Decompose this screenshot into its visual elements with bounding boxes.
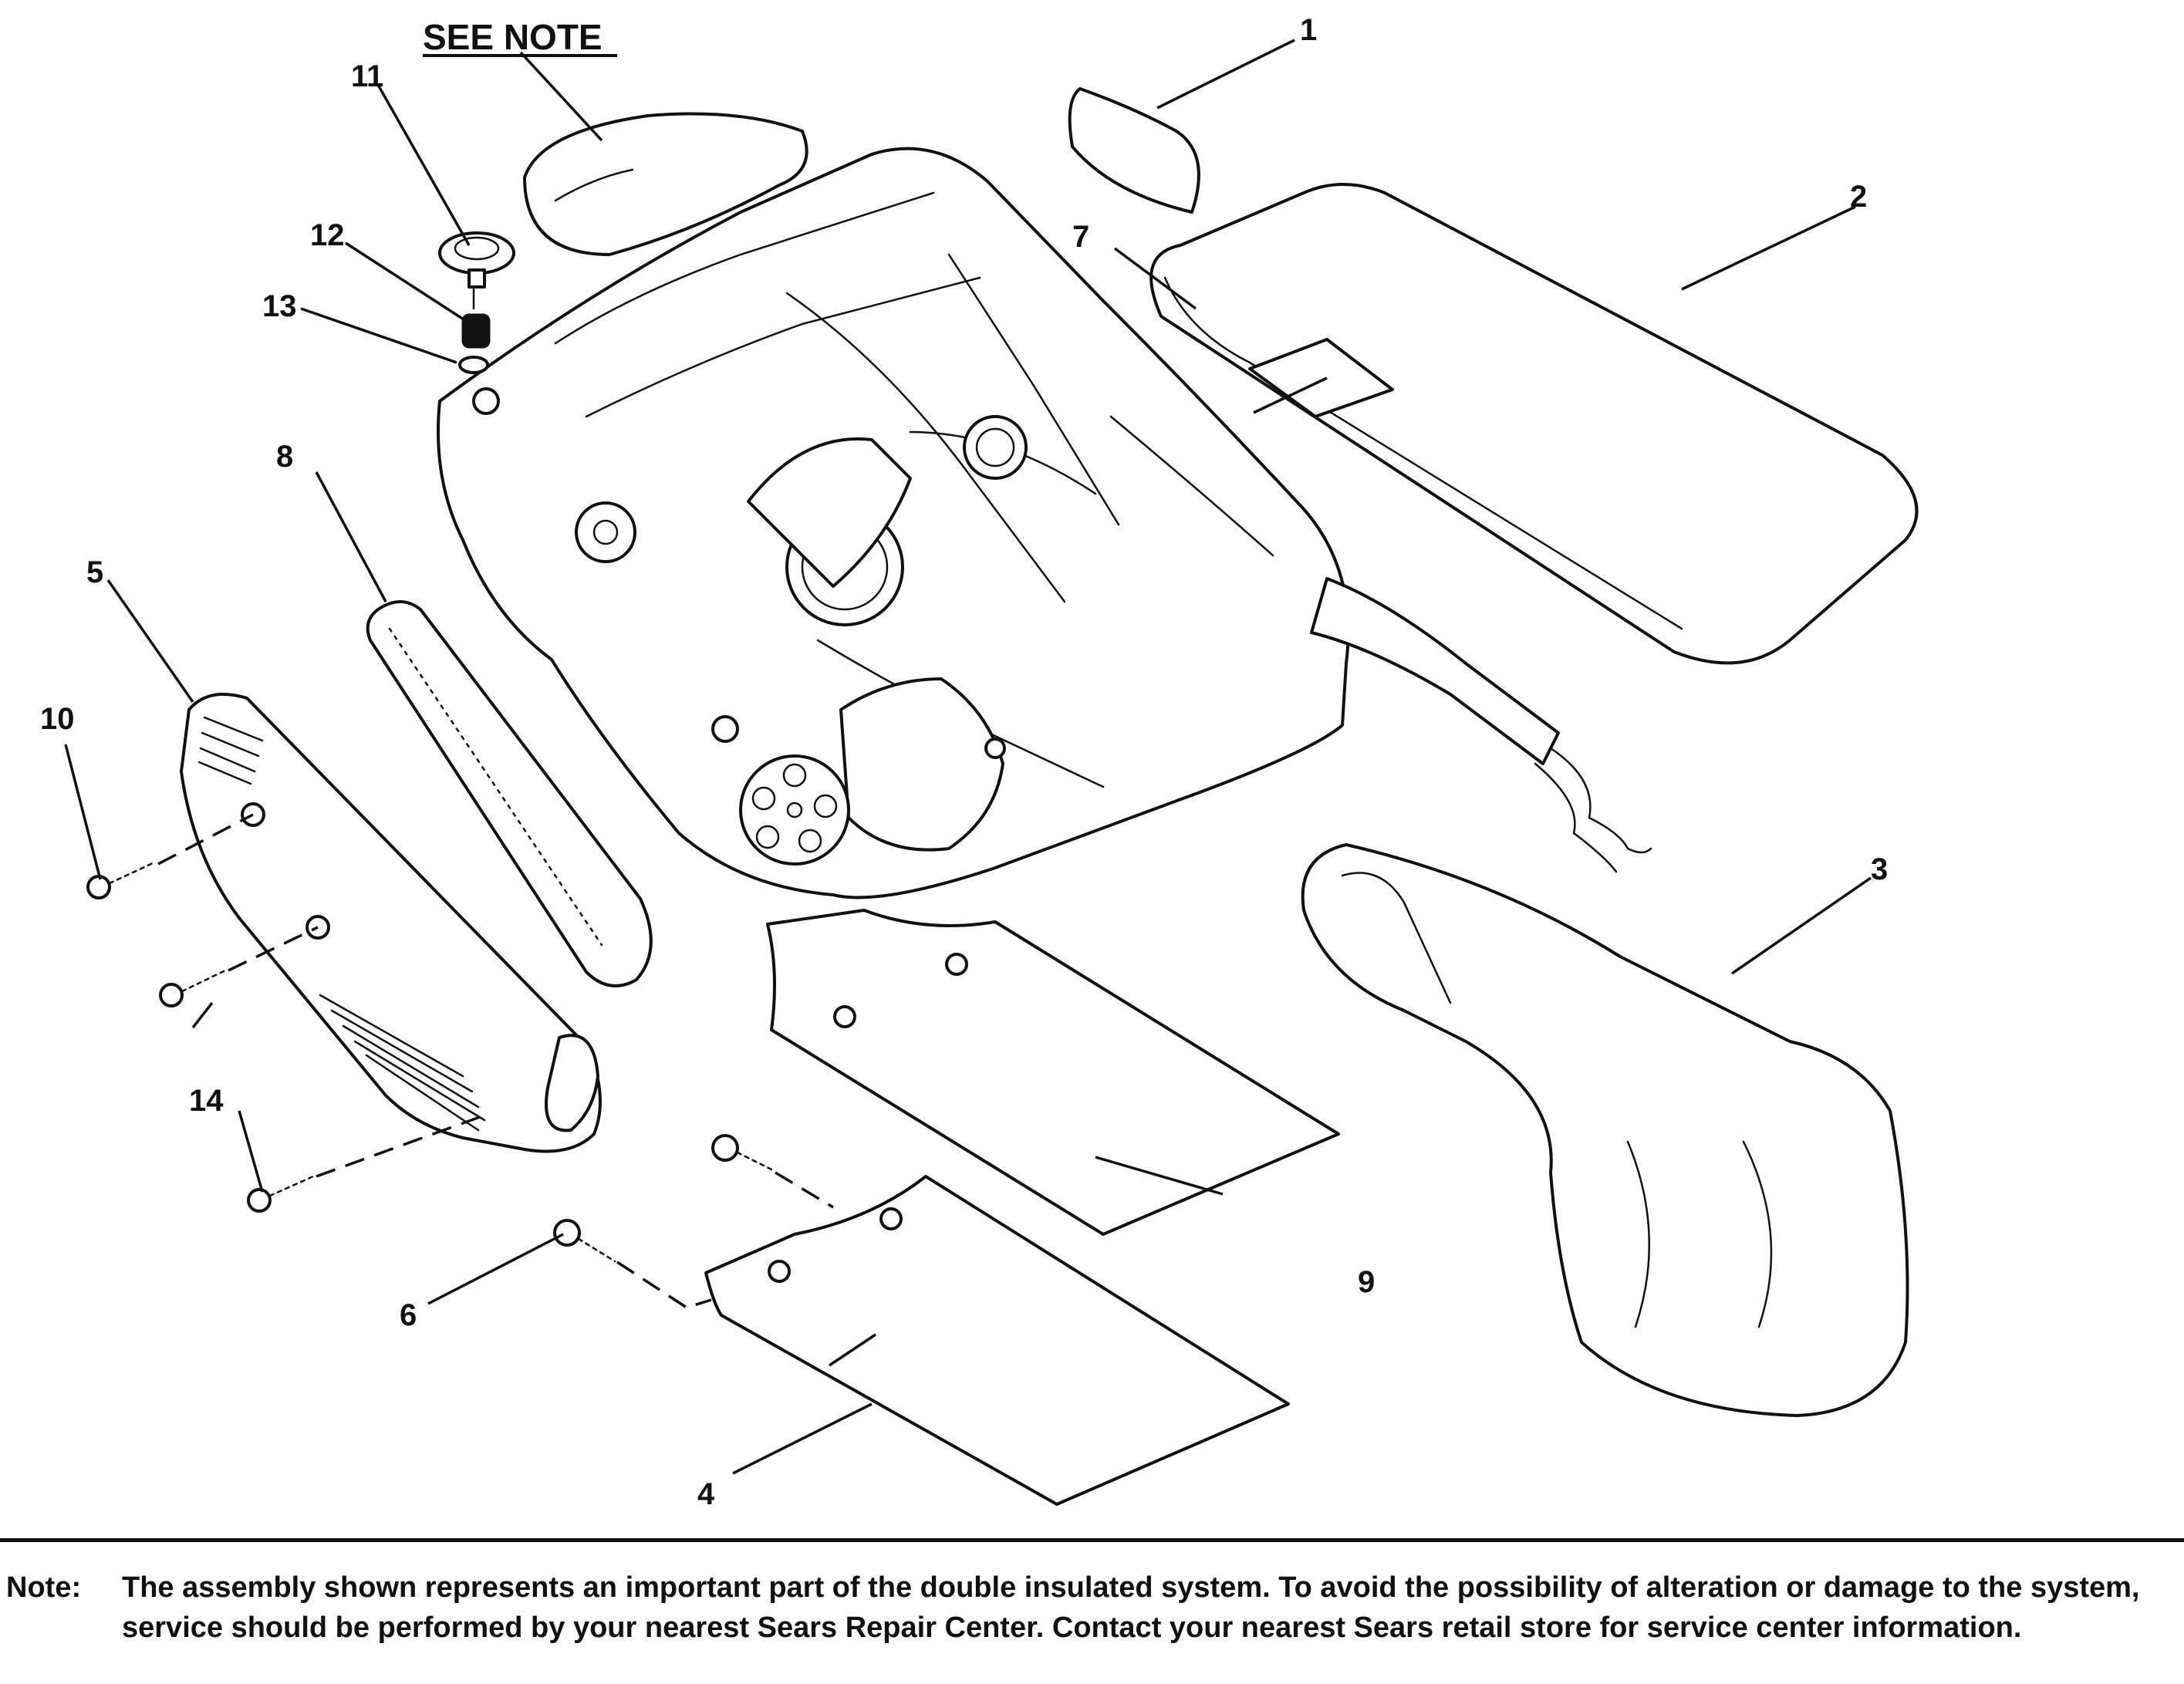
alignment-lines: [157, 813, 834, 1309]
spring-part: [461, 313, 491, 349]
callout-2: 2: [1850, 180, 1867, 214]
washer-part: [458, 356, 489, 374]
callout-7: 7: [1072, 220, 1089, 254]
callout-1: 1: [1300, 13, 1317, 47]
leader-lines: [64, 39, 1872, 1475]
callout-10: 10: [40, 702, 75, 736]
bottom-plate: [704, 1175, 1290, 1506]
pad-part: [1068, 87, 1200, 214]
screws: [86, 861, 775, 1263]
platen-plate: [766, 909, 1340, 1236]
callout-11: 11: [351, 59, 383, 93]
callout-12: 12: [310, 218, 345, 252]
callout-13: 13: [262, 289, 297, 323]
callout-5: 5: [86, 555, 103, 589]
divider-rule: [0, 1538, 2184, 1542]
callout-14: 14: [189, 1084, 224, 1118]
belt-cover: [180, 693, 602, 1153]
callout-4: 4: [697, 1477, 715, 1511]
callout-8: 8: [276, 440, 293, 474]
drive-belt: [366, 600, 653, 987]
see-note-label: SEE NOTE: [423, 17, 603, 57]
belt-label-patch: [1248, 338, 1394, 418]
sander-body: [437, 112, 1652, 899]
note-label: Note:: [6, 1571, 82, 1604]
callout-labels: SEE NOTE 1 2 3 4 5 6 7 8 9 10 11 12 13 1…: [40, 13, 1888, 1511]
note-text: The assembly shown represents an importa…: [122, 1571, 2140, 1644]
callout-9: 9: [1358, 1265, 1375, 1299]
callout-6: 6: [400, 1298, 417, 1332]
tracking-knob-assembly: [438, 231, 515, 374]
callout-3: 3: [1871, 852, 1888, 886]
exploded-parts-diagram: SEE NOTE 1 2 3 4 5 6 7 8 9 10 11 12 13 1…: [40, 13, 1919, 1511]
dust-bag: [1301, 843, 1909, 1417]
